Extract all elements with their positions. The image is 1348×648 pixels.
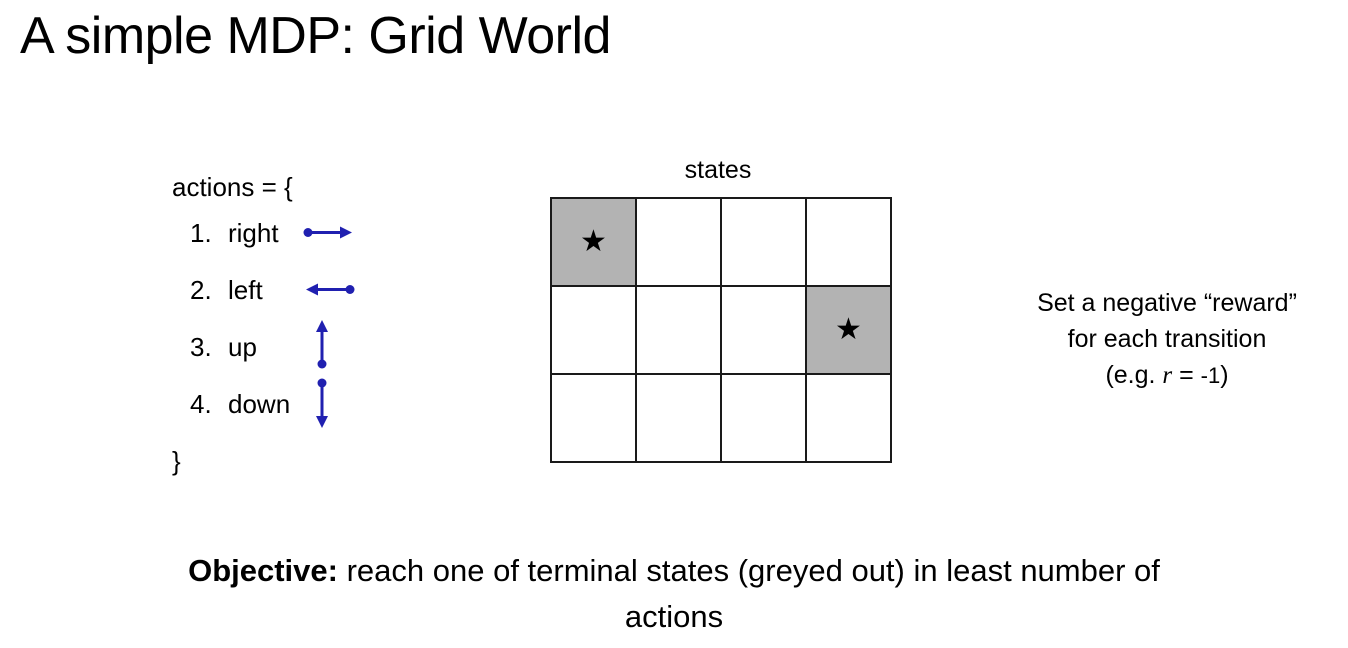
action-label-down: down — [228, 388, 291, 419]
action-label-left: left — [228, 274, 263, 305]
grid-cell-r0c3[interactable] — [805, 197, 892, 287]
objective-lead: Objective: — [188, 553, 338, 588]
star-icon: ★ — [580, 225, 607, 258]
reward-note-line-3: (e.g. r = -1) — [1000, 357, 1334, 394]
action-label-right: right — [228, 217, 279, 248]
list-item: 1. right — [168, 204, 398, 261]
table-row: ★ — [550, 197, 892, 287]
states-caption: states — [684, 156, 752, 184]
grid-table: ★ ★ — [550, 197, 892, 463]
table-row: ★ — [550, 285, 892, 375]
grid-cell-r2c3[interactable] — [805, 373, 892, 463]
grid-cell-r1c0[interactable] — [550, 285, 637, 375]
reward-formula-suffix: ) — [1220, 361, 1229, 389]
reward-variable: r — [1162, 362, 1173, 389]
action-index: 4. — [190, 388, 212, 419]
actions-close-brace: } — [172, 446, 181, 476]
grid-cell-r0c1[interactable] — [635, 197, 722, 287]
grid-cell-r1c1[interactable] — [635, 285, 722, 375]
action-index: 3. — [190, 331, 212, 362]
arrow-right-icon — [302, 204, 362, 261]
actions-open-brace: actions = { — [172, 172, 293, 202]
grid-cell-r0c2[interactable] — [720, 197, 807, 287]
reward-formula-prefix: (e.g. — [1105, 361, 1163, 389]
arrow-down-icon — [302, 375, 362, 432]
grid-cell-r0c0[interactable]: ★ — [550, 197, 637, 287]
list-item: 4. down — [168, 375, 398, 432]
action-index: 1. — [190, 217, 212, 248]
reward-equals: = — [1172, 361, 1201, 389]
grid-cell-r2c1[interactable] — [635, 373, 722, 463]
objective-text: reach one of terminal states (greyed out… — [337, 553, 1160, 634]
action-label-up: up — [228, 331, 257, 362]
action-index: 2. — [190, 274, 212, 305]
list-item: 2. left — [168, 261, 398, 318]
star-icon: ★ — [835, 313, 862, 346]
list-item: 3. up — [168, 318, 398, 375]
page-title: A simple MDP: Grid World — [20, 7, 611, 65]
grid-cell-r1c3[interactable]: ★ — [805, 285, 892, 375]
grid-cell-r2c2[interactable] — [720, 373, 807, 463]
reward-note-line-1: Set a negative “reward” — [1037, 289, 1297, 317]
table-row — [550, 373, 892, 463]
actions-list: actions = { 1. right 2. left — [168, 170, 398, 478]
reward-note: Set a negative “reward” for each transit… — [1000, 285, 1334, 394]
grid-cell-r1c2[interactable] — [720, 285, 807, 375]
reward-note-line-2: for each transition — [1067, 325, 1267, 353]
objective-statement: Objective: reach one of terminal states … — [174, 548, 1174, 640]
reward-value: -1 — [1200, 363, 1221, 388]
grid-world: ★ ★ — [550, 197, 892, 463]
arrow-left-icon — [302, 261, 362, 318]
arrow-up-icon — [302, 318, 362, 375]
grid-cell-r2c0[interactable] — [550, 373, 637, 463]
